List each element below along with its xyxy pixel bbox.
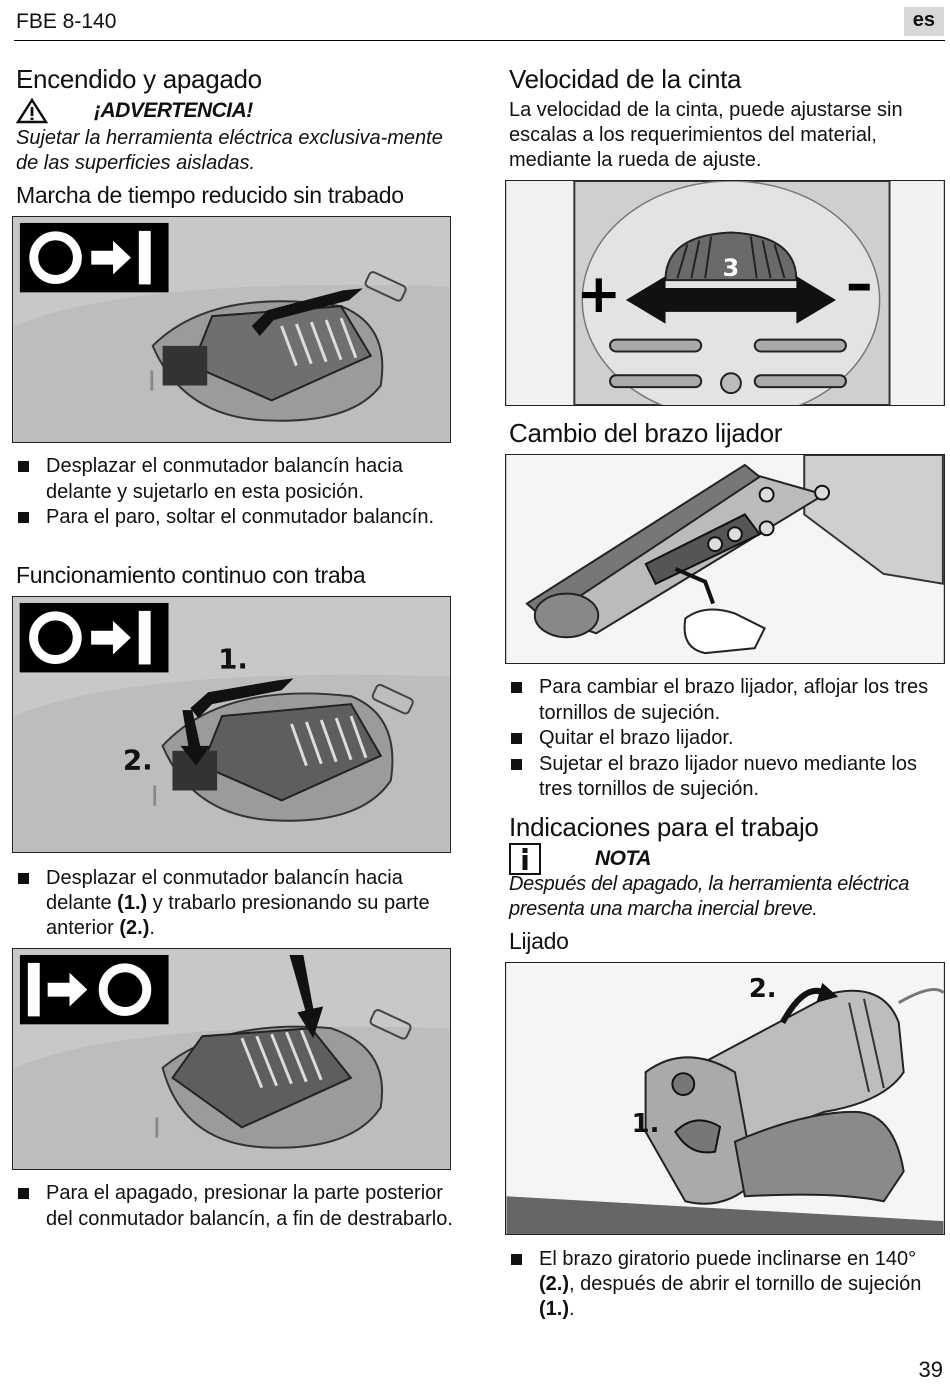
switch-illustration-off: I: [12, 948, 451, 1170]
bullet-text: Desplazar el conmutador balancín hacia d…: [46, 867, 403, 914]
minus-sign: –: [846, 252, 873, 315]
section-title-arm: Cambio del brazo lijador: [509, 418, 783, 448]
step-label-1: 1.: [218, 642, 248, 675]
speed-dial-illustration: 3 + –: [505, 180, 945, 406]
bullet-marker: [511, 1254, 522, 1265]
dial-number: 3: [723, 254, 740, 282]
speed-text: La velocidad de la cinta, puede ajustars…: [509, 99, 903, 171]
page-number: 39: [918, 1357, 943, 1382]
bullet-text: y trabarlo presionando su parte anterior: [46, 892, 430, 939]
step-ref: (1.): [117, 892, 148, 914]
section-title-work: Indicaciones para el trabajo: [509, 812, 819, 842]
svg-text:I: I: [153, 1111, 161, 1144]
list-item: Para cambiar el brazo lijador, aflojar l…: [509, 675, 945, 726]
language-badge: es: [903, 7, 944, 36]
list-item: Para el apagado, presionar la parte post…: [16, 1181, 456, 1232]
step-ref: (2.): [539, 1273, 569, 1295]
list-item: Para el paro, soltar el conmutador balan…: [16, 505, 456, 531]
bullet-text: El brazo giratorio puede inclinarse en 1…: [539, 1248, 917, 1270]
switch-illustration-momentary: I: [12, 216, 451, 443]
arm-bullets: Para cambiar el brazo lijador, aflojar l…: [509, 675, 945, 803]
svg-text:I: I: [148, 364, 156, 397]
step-label-2: 2.: [123, 744, 153, 777]
list-item: Desplazar el conmutador balancín hacia d…: [16, 454, 456, 505]
bullet-text: , después de abrir el tornillo de sujeci…: [569, 1273, 922, 1295]
note-row: NOTA: [509, 843, 651, 875]
sanding-step-1: 1.: [632, 1109, 660, 1139]
section-title-onoff: Encendido y apagado: [16, 64, 262, 94]
section-title-speed: Velocidad de la cinta: [509, 64, 742, 94]
switch-illustration-continuous: I 1. 2.: [12, 596, 451, 853]
sanding-step-2: 2.: [749, 974, 777, 1004]
header-divider: [14, 40, 945, 41]
warning-label: ¡ADVERTENCIA!: [94, 99, 253, 122]
sanding-bullet: El brazo giratorio puede inclinarse en 1…: [509, 1247, 945, 1322]
info-icon: [509, 843, 541, 875]
plus-sign: +: [576, 262, 621, 325]
section-title-continuous: Funcionamiento continuo con traba: [16, 562, 366, 588]
step-ref: (2.): [119, 917, 150, 939]
bullet-marker: [18, 873, 29, 884]
off-bullets: Para el apagado, presionar la parte post…: [16, 1181, 456, 1232]
section-title-momentary: Marcha de tiempo reducido sin trabado: [16, 182, 404, 208]
svg-text:I: I: [151, 779, 159, 812]
warning-triangle-icon: [16, 98, 48, 124]
document-model: FBE 8-140: [16, 10, 117, 33]
continuous-bullet: Desplazar el conmutador balancín hacia d…: [16, 866, 456, 941]
list-item: Quitar el brazo lijador.: [509, 726, 945, 752]
section-title-sanding: Lijado: [509, 928, 569, 954]
warning-row: ¡ADVERTENCIA!: [16, 98, 253, 124]
warning-text: Sujetar la herramienta eléctrica exclusi…: [16, 127, 443, 174]
momentary-bullets: Desplazar el conmutador balancín hacia d…: [16, 454, 456, 531]
sanding-arm-illustration: [505, 454, 945, 664]
step-ref: (1.): [539, 1298, 569, 1320]
sanding-illustration: 2. 1.: [505, 962, 945, 1235]
list-item: Sujetar el brazo lijador nuevo mediante …: [509, 752, 945, 803]
note-label: NOTA: [595, 847, 651, 870]
note-text: Después del apagado, la herramienta eléc…: [509, 873, 910, 920]
bullet-text: .: [569, 1298, 575, 1320]
bullet-text: .: [149, 917, 155, 939]
